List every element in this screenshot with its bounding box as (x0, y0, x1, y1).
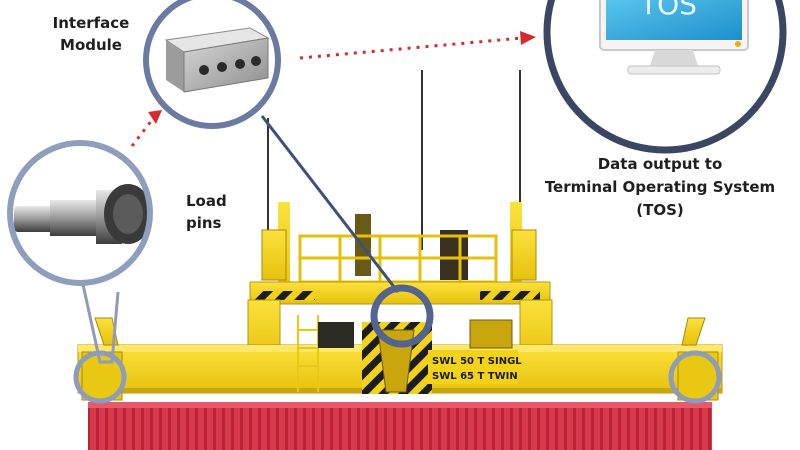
swl-single-plate: SWL 50 T SINGL (432, 356, 522, 367)
left-pin-detail-ring (73, 350, 127, 404)
arrow-to-module (148, 110, 162, 124)
interface-module-box-icon (164, 27, 270, 93)
data-arrows (130, 36, 523, 147)
data-output-label-line1: Data output to (597, 155, 723, 173)
headblock-detail-ring (370, 284, 434, 348)
interface-module-label-line1: Interface (52, 14, 130, 32)
arrow-to-tos (520, 31, 536, 45)
hoist-cables (267, 70, 521, 250)
data-output-label-line3: (TOS) (636, 201, 684, 219)
monitor-icon: TOS (599, 0, 749, 75)
data-output-label-line2: Terminal Operating System (544, 178, 776, 196)
interface-module-callout (143, 0, 281, 129)
load-pin-connector (80, 279, 120, 364)
interface-module-label: Interface Module (36, 12, 146, 56)
interface-module-label-line2: Module (60, 36, 122, 54)
callout-connectors (260, 115, 400, 293)
tos-callout: TOS (543, 0, 787, 154)
right-pin-detail-ring (668, 350, 722, 404)
load-pins-label: Load pins (186, 190, 227, 234)
spreader-beam: SWL 50 T SINGL SWL 65 T TWIN (77, 315, 723, 401)
monitor-screen-text: TOS (639, 0, 697, 21)
load-pin-icon (14, 184, 150, 244)
load-pins-label-line2: pins (186, 214, 222, 232)
data-output-label: Data output to Terminal Operating System… (540, 153, 780, 222)
load-pins-label-line1: Load (186, 192, 227, 210)
shipping-container (88, 402, 712, 450)
load-pin-callout (7, 140, 153, 286)
swl-twin-plate: SWL 65 T TWIN (432, 371, 518, 382)
